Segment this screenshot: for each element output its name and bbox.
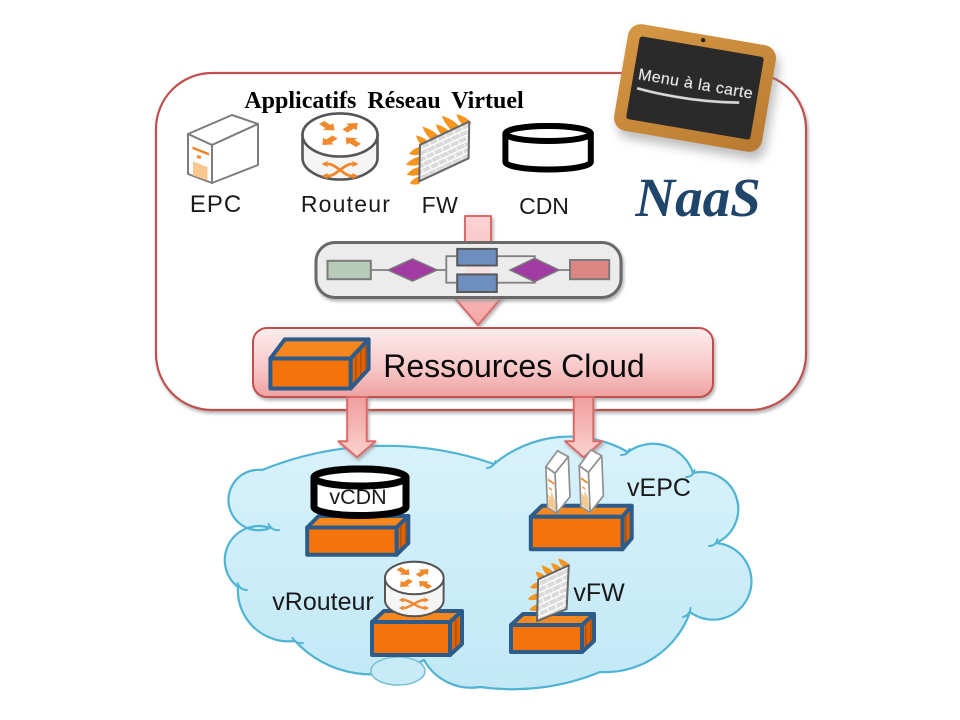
svg-text:FW: FW bbox=[422, 192, 459, 218]
svg-text:vFW: vFW bbox=[573, 579, 625, 607]
svg-text:Applicatifs Réseau Virtuel: Applicatifs Réseau Virtuel bbox=[244, 88, 524, 114]
svg-text:vCDN: vCDN bbox=[329, 485, 386, 509]
svg-text:CDN: CDN bbox=[519, 193, 569, 219]
svg-text:vRouteur: vRouteur bbox=[272, 588, 373, 616]
svg-text:EPC: EPC bbox=[190, 191, 242, 218]
svg-text:Ressources Cloud: Ressources Cloud bbox=[383, 348, 644, 384]
svg-text:NaaS: NaaS bbox=[634, 167, 760, 228]
svg-text:Routeur: Routeur bbox=[301, 191, 391, 217]
svg-text:vEPC: vEPC bbox=[627, 474, 691, 502]
